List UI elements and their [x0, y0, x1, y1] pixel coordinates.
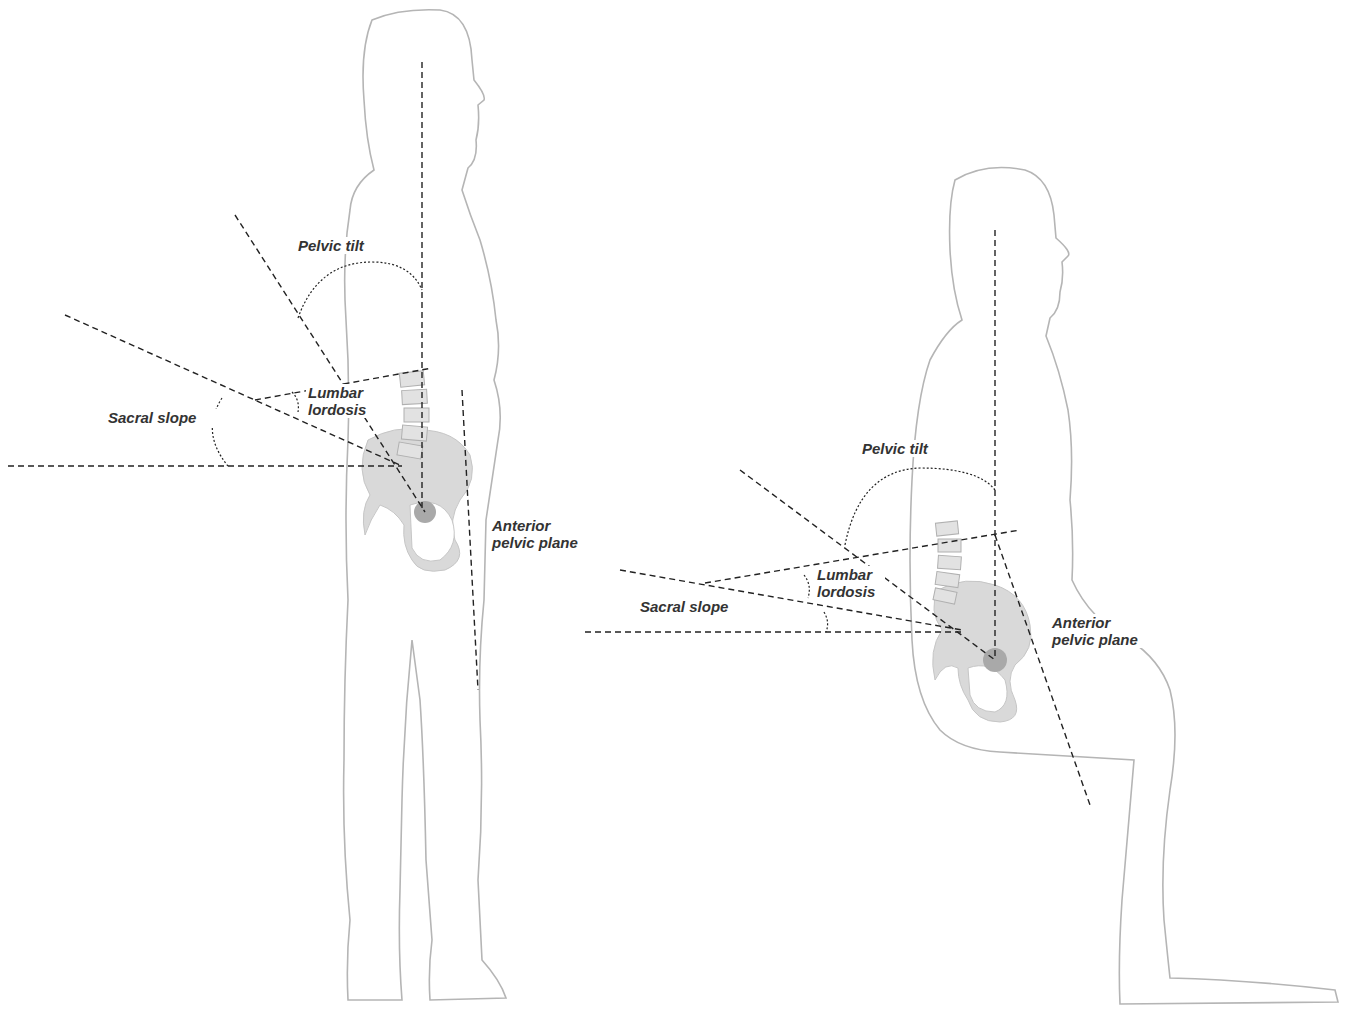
- angle-label: Anterior pelvic plane: [490, 517, 594, 551]
- angle-arcs: [212, 262, 995, 632]
- angle-label: Anterior pelvic plane: [1050, 614, 1154, 648]
- hip-joint: [414, 501, 1007, 672]
- angle-label: Lumbar lordosis: [306, 384, 376, 418]
- vertebrae: [397, 371, 961, 604]
- reference-lines: [8, 62, 1090, 805]
- body-outline: [344, 10, 1338, 1004]
- angle-label: Lumbar lordosis: [815, 566, 885, 600]
- pelvis: [362, 429, 1031, 722]
- angle-label: Pelvic tilt: [860, 440, 954, 457]
- angle-label: Pelvic tilt: [296, 237, 390, 254]
- angle-label: Sacral slope: [106, 409, 220, 426]
- angle-label: Sacral slope: [638, 598, 752, 615]
